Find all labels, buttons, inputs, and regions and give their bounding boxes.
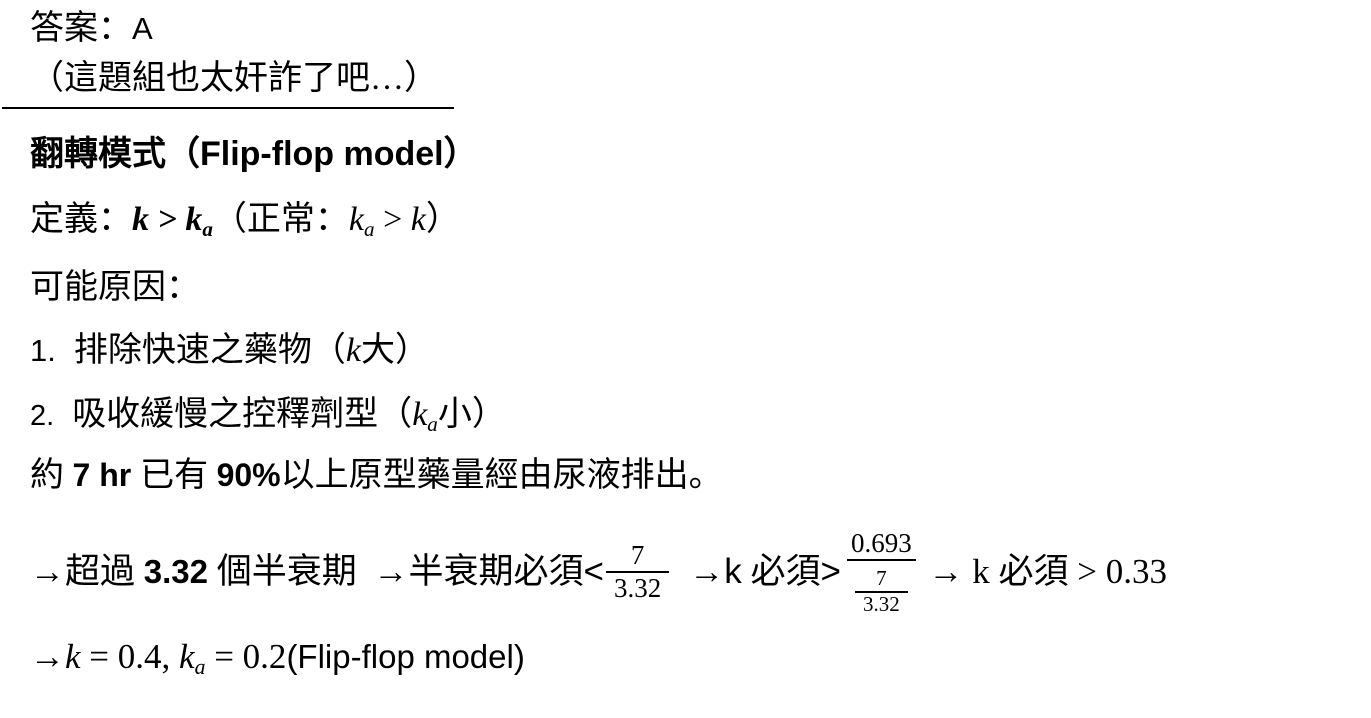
derivation-seg5: 必須 — [989, 552, 1078, 592]
math-k-conclusion: k — [65, 637, 81, 676]
paren-open: （ — [212, 201, 247, 238]
math-gt-bold: > — [149, 201, 186, 238]
derivation-result: 0.33 — [1105, 552, 1167, 592]
arrow-3-icon: → — [689, 552, 725, 592]
math-ka-2: k — [412, 396, 428, 433]
fraction-denominator: 3.32 — [605, 571, 670, 604]
less-than-sign: < — [583, 552, 604, 592]
fraction-numerator: 7 — [630, 539, 645, 570]
math-gt: > — [374, 201, 411, 238]
reason-1-tail: 大） — [360, 332, 429, 369]
arrow-2-icon: → — [373, 552, 409, 592]
urine-percent: 90% — [216, 457, 281, 493]
urine-line: 約 7 hr 已有 90%以上原型藥量經由尿液排出。 — [30, 455, 723, 498]
reasons-header-text: 可能原因： — [30, 269, 200, 306]
derivation-num1: 3.32 — [143, 553, 208, 591]
conclusion-eq1: = 0.4, — [80, 637, 180, 676]
math-ka: k — [348, 201, 365, 238]
answer-line: 答案：A — [30, 8, 153, 51]
comment-text: （這題組也太奸詐了吧…） — [2, 58, 454, 109]
reasons-header: 可能原因： — [30, 267, 200, 310]
urine-seg3: 已有 — [140, 457, 217, 494]
urine-seg1: 約 — [30, 457, 73, 494]
derivation-seg2: 個半衰期 — [208, 552, 366, 592]
urine-duration: 7 hr — [72, 457, 141, 493]
inner-fraction-denominator: 3.32 — [854, 590, 908, 616]
derivation-seg4: 必須 — [741, 552, 821, 592]
outer-fraction-numerator: 0.693 — [850, 528, 912, 559]
section-title: 翻轉模式（Flip-flop model） — [30, 133, 478, 176]
math-k: k — [410, 201, 426, 238]
definition-label: 定義： — [30, 201, 132, 238]
math-ka-2-sub: a — [427, 411, 438, 436]
reason-item-2: 2. 吸收緩慢之控釋劑型（ka小） — [30, 394, 506, 437]
paren-close: ） — [425, 201, 460, 238]
arrow-1-icon: → — [30, 552, 65, 592]
list-number-1: 1. — [30, 333, 56, 368]
reason-2-tail: 小） — [437, 396, 506, 433]
math-ka-sub: a — [364, 216, 375, 241]
definition-line: 定義：k > ka（正常：ka > k） — [30, 199, 460, 242]
urine-seg5: 以上原型藥量經由尿液排出。 — [280, 457, 723, 494]
list-number-2: 2. — [30, 400, 55, 432]
reason-1-text: 排除快速之藥物（ — [73, 332, 346, 369]
reason-2-text: 吸收緩慢之控釋劑型（ — [72, 396, 413, 433]
normal-label: 正常： — [246, 201, 349, 238]
greater-than-sign-2: > — [1077, 552, 1106, 592]
section-title-text: 翻轉模式（Flip-flop model） — [30, 135, 478, 173]
greater-than-sign: > — [820, 552, 841, 592]
derivation-seg1: 超過 — [65, 552, 144, 592]
answer-label: 答案： — [30, 10, 132, 47]
arrow-4-icon: → — [919, 552, 973, 592]
math-ka-conclusion: k — [179, 637, 195, 676]
inner-fraction-numerator: 7 — [876, 566, 887, 591]
math-ka-conclusion-sub: a — [194, 655, 206, 680]
math-k-serif: k — [972, 552, 990, 592]
conclusion-eq2: = 0.2 — [205, 637, 287, 676]
math-ka-bold: k — [185, 201, 203, 238]
answer-value: A — [132, 11, 153, 46]
arrow-5-icon: → — [30, 637, 65, 676]
reason-item-1: 1. 排除快速之藥物（k大） — [30, 330, 429, 373]
derivation-seg3: 半衰期必須 — [408, 552, 584, 592]
math-k-1: k — [345, 332, 361, 369]
math-ka-bold-sub: a — [202, 216, 213, 241]
math-k-bold: k — [132, 201, 149, 238]
conclusion-line: →k = 0.4, ka = 0.2(Flip-flop model) — [30, 635, 525, 681]
conclusion-tail: (Flip-flop model) — [286, 638, 525, 675]
comment-line: （這題組也太奸詐了吧…） — [2, 58, 454, 109]
math-k-sans: k — [724, 552, 742, 592]
